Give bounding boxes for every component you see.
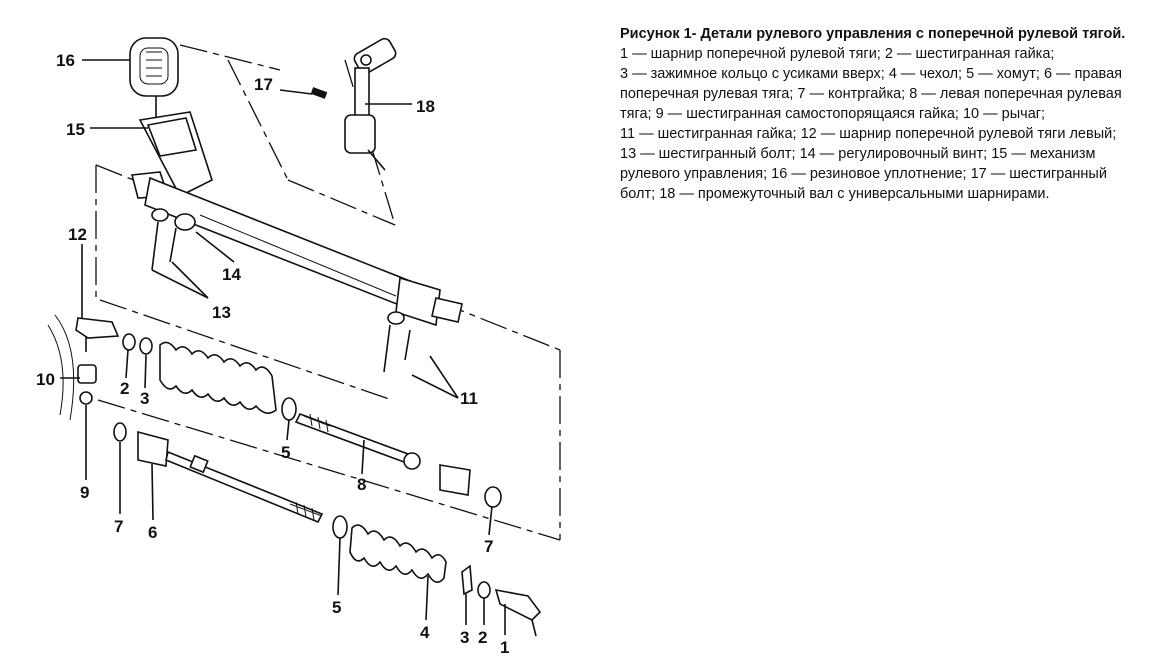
bolts bbox=[151, 221, 411, 373]
callout-labels: 16 17 18 15 14 13 12 10 2 3 9 11 5 8 7 6… bbox=[36, 51, 509, 657]
intermediate-shaft bbox=[310, 37, 397, 171]
label-5-upper: 5 bbox=[281, 443, 290, 462]
caption-legend: 1 — шарнир поперечной рулевой тяги; 2 — … bbox=[620, 44, 1140, 204]
caption-title: Рисунок 1- Детали рулевого управления с … bbox=[620, 26, 1126, 42]
label-7-right: 7 bbox=[484, 537, 493, 556]
label-7-left: 7 bbox=[114, 517, 123, 536]
label-1: 1 bbox=[500, 638, 509, 657]
label-2-upper: 2 bbox=[120, 379, 129, 398]
label-10: 10 bbox=[36, 370, 55, 389]
label-11: 11 bbox=[460, 389, 478, 408]
label-16: 16 bbox=[56, 51, 75, 70]
label-15: 15 bbox=[66, 120, 85, 139]
label-9: 9 bbox=[80, 483, 89, 502]
steering-rack-housing bbox=[130, 111, 463, 327]
label-3-upper: 3 bbox=[140, 389, 149, 408]
upper-row-parts bbox=[47, 314, 502, 508]
label-8: 8 bbox=[357, 475, 366, 494]
rubber-seal bbox=[129, 37, 179, 120]
leader-lines bbox=[60, 59, 506, 635]
label-4: 4 bbox=[420, 623, 430, 642]
label-14: 14 bbox=[222, 265, 241, 284]
caption-line: 3 — зажимное кольцо с усиками вверх; 4 —… bbox=[620, 66, 1123, 122]
lower-row-parts bbox=[113, 422, 542, 637]
steering-parts-diagram: 16 17 18 15 14 13 12 10 2 3 9 11 5 8 7 6… bbox=[36, 37, 561, 657]
caption-line: 1 — шарнир поперечной рулевой тяги; 2 — … bbox=[620, 46, 1055, 62]
label-6: 6 bbox=[148, 523, 157, 542]
figure-caption: Рисунок 1- Детали рулевого управления с … bbox=[620, 24, 1140, 204]
label-17: 17 bbox=[254, 75, 273, 94]
label-13: 13 bbox=[212, 303, 231, 322]
label-3-lower: 3 bbox=[460, 628, 469, 647]
label-2-lower: 2 bbox=[478, 628, 487, 647]
caption-line: 13 — шестигранный болт; 14 — регулировоч… bbox=[620, 146, 1107, 202]
label-18: 18 bbox=[416, 97, 435, 116]
label-5-lower: 5 bbox=[332, 598, 341, 617]
label-12: 12 bbox=[68, 225, 87, 244]
caption-line: 11 — шестигранная гайка; 12 — шарнир поп… bbox=[620, 126, 1117, 142]
